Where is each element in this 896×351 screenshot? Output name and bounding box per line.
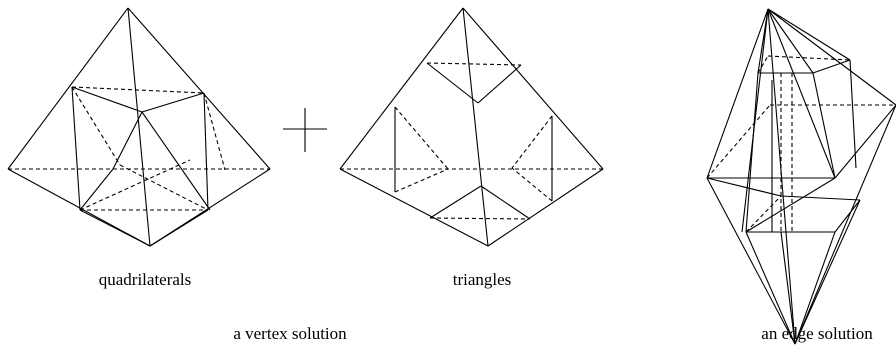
plus-icon [283,108,327,152]
edge-solution-caption: an edge solution [761,324,873,343]
edge-solution-octahedron [706,8,896,345]
vertex-solution-caption: a vertex solution [233,324,347,343]
triangles-octahedron [339,7,604,247]
triangles-label: triangles [452,270,512,289]
quadrilaterals-octahedron [7,7,271,247]
quadrilaterals-label: quadrilaterals [98,270,192,289]
